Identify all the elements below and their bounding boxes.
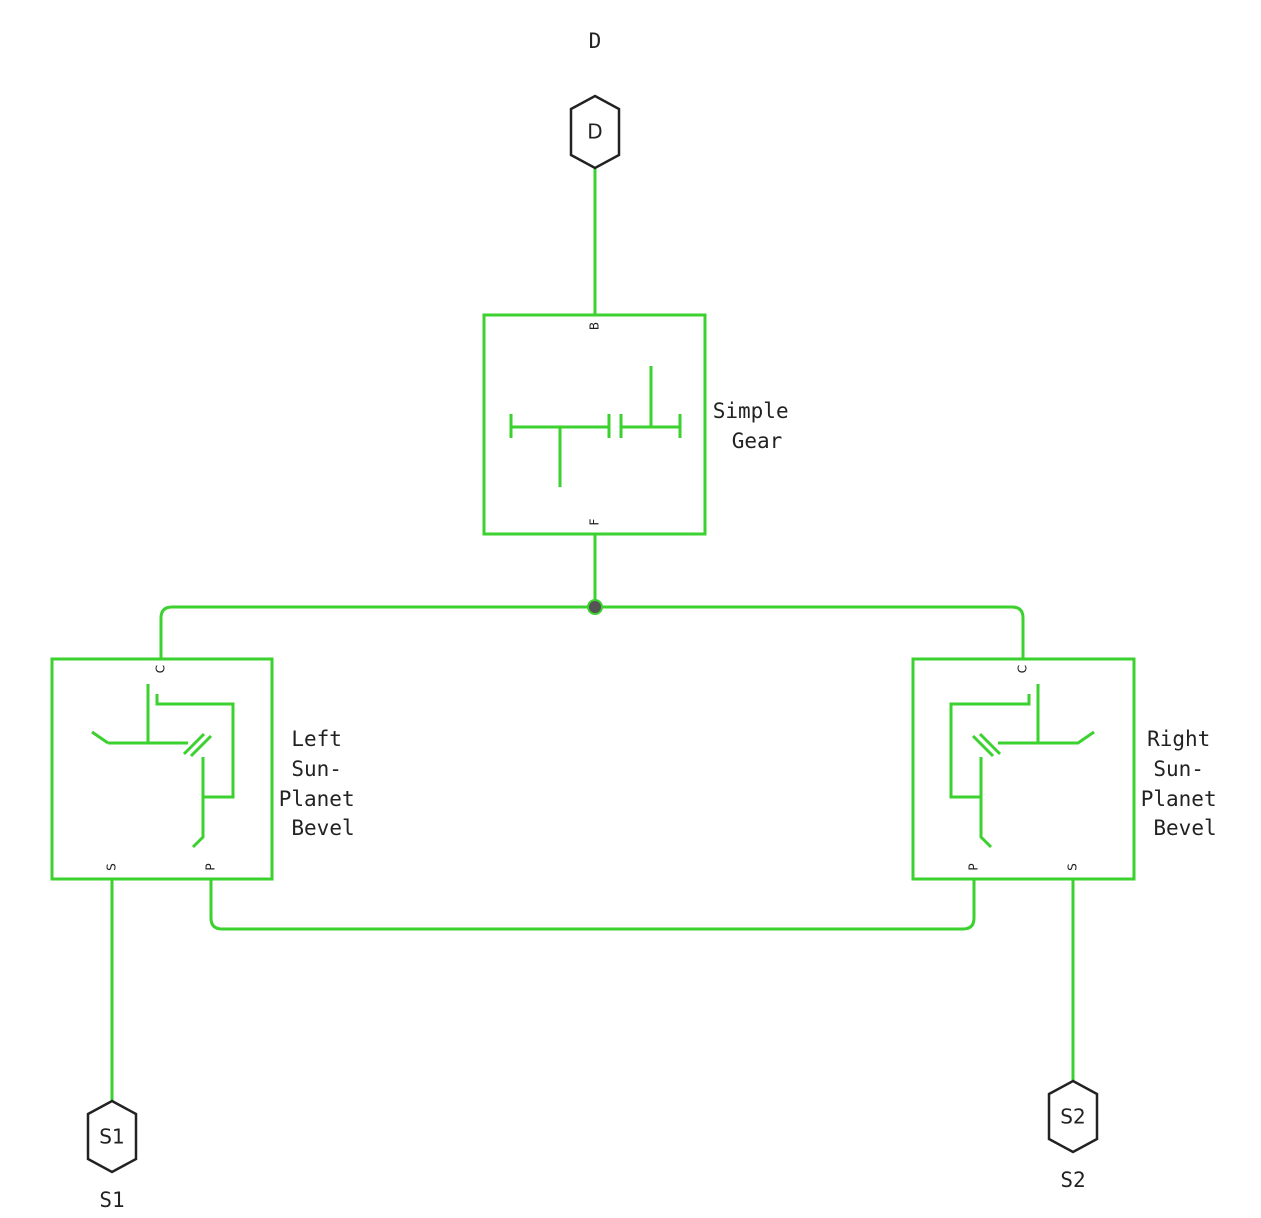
left-bevel-port-p: P [204,863,218,870]
simple-gear-port-f: F [588,518,602,525]
port-s1[interactable]: S1 [86,1099,138,1174]
left-bevel-port-s: S [105,863,119,871]
wire-junction-to-left-c[interactable] [159,605,595,659]
simple-gear-port-b: B [588,322,602,330]
port-s2-symbol: S2 [1060,1105,1085,1129]
simple-gear-icon [509,366,682,487]
port-d-symbol: D [587,120,602,144]
right-bevel-port-c: C [1016,665,1030,673]
port-s2[interactable]: S2 [1047,1079,1099,1154]
right-bevel-label: Right Sun- Planet Bevel [1141,727,1230,840]
port-s2-label: S2 [1060,1168,1085,1192]
left-bevel-block[interactable]: C S P [50,657,274,881]
port-s1-symbol: S1 [99,1125,124,1149]
left-bevel-icon [91,684,235,849]
simple-gear-label: Simple Gear [713,399,802,453]
port-d-hexagon [569,94,621,170]
simple-gear-frame [482,313,707,536]
left-bevel-port-c: C [154,665,168,673]
right-bevel-icon [949,684,1095,849]
simple-gear-block[interactable]: B F [482,313,707,536]
right-bevel-block[interactable]: C S P [911,657,1136,881]
port-s1-hexagon [86,1099,138,1174]
port-d[interactable]: D [569,94,621,170]
right-bevel-port-p: P [967,863,981,870]
port-s1-label: S1 [99,1188,124,1212]
right-bevel-frame [911,657,1136,881]
junction-node [587,599,603,615]
port-s2-hexagon [1047,1079,1099,1154]
port-d-label: D [589,29,602,53]
wire-junction-to-right-c[interactable] [595,605,1025,659]
wire-left-p-to-right-p[interactable] [209,879,976,931]
left-bevel-frame [50,657,274,881]
left-bevel-label: Left Sun- Planet Bevel [279,727,368,840]
right-bevel-port-s: S [1066,863,1080,871]
